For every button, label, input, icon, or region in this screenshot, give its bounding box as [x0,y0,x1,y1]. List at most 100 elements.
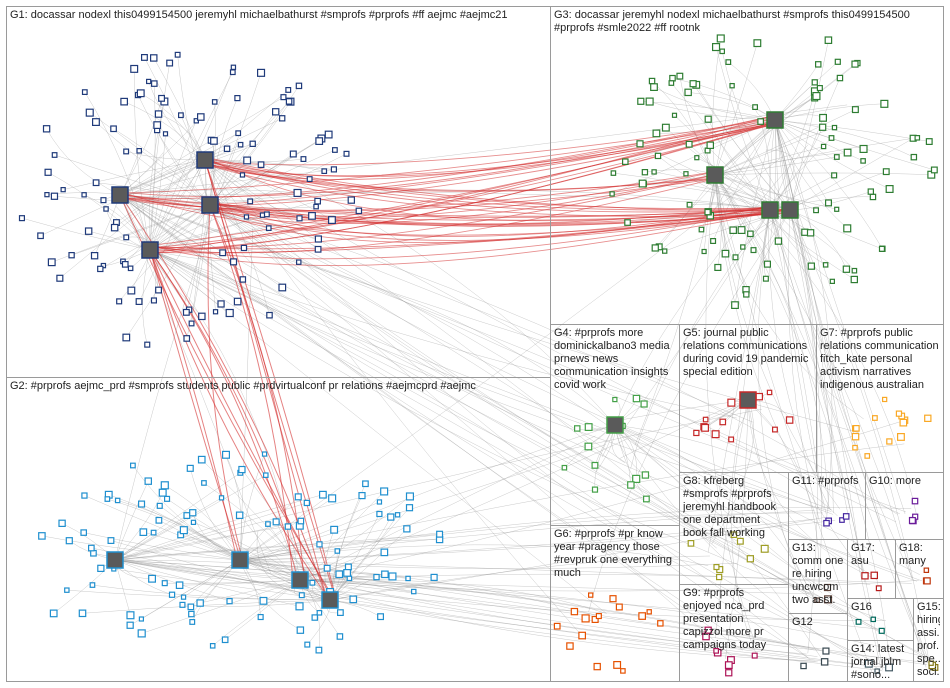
node-g1 [243,214,250,220]
node-g1 [68,252,75,259]
edge-line [119,143,259,196]
edge-line [149,249,883,672]
edge-line-strong [201,159,771,211]
node-g1 [153,121,162,130]
edge-line [238,424,616,568]
node-g3 [820,143,827,150]
group-g2-label: G2: #prprofs aejmc_prd #smprofs students… [10,380,476,392]
edge-line [114,474,266,561]
edge-line [209,204,736,660]
node-g1 [110,125,117,133]
node-g1 [285,98,293,105]
edge-line [133,68,151,251]
node-g4 [641,471,650,479]
edge-line [774,119,864,150]
node-g3 [638,179,647,188]
edge-line [204,89,289,161]
edge-line [84,495,241,561]
node-g3 [925,138,933,145]
edge-line [731,399,758,657]
node-g2 [64,587,70,593]
node-g2 [38,532,46,540]
edge-line [774,119,822,590]
edge-line [789,77,841,211]
edge-line [614,424,877,623]
node-g6 [638,612,647,620]
edge-line [299,419,908,581]
group-g18-label: G18: many [899,542,926,567]
node-g3 [819,113,828,122]
node-g2 [337,609,344,616]
group-g4-label: G4: #prprofs more dominickalbano3 media … [554,327,673,391]
edge-line [137,94,211,206]
node-g2 [411,588,417,595]
node-g3 [610,170,617,176]
group-g6-label: G6: #prprofs #pr know year #pragency tho… [554,528,676,579]
node-g2 [148,574,156,583]
node-g7 [895,410,903,417]
edge-line [119,98,162,196]
edge-line [714,146,824,176]
node-g2 [189,509,197,517]
node-g3 [834,58,841,65]
node-g17 [875,585,882,592]
edge-line [118,204,211,302]
edge-line [119,194,271,574]
node-g2 [284,523,292,530]
edge-line [329,599,818,663]
edge-line [299,435,596,581]
node-g3 [812,91,821,101]
node-g8 [746,555,754,563]
node-g2 [343,568,351,577]
node-g1 [211,99,218,105]
node-g1 [265,225,272,231]
node-g1 [243,156,252,165]
node-g14 [864,659,873,668]
node-g1 [146,78,152,85]
node-g2 [362,480,369,488]
edge-line [774,119,848,229]
edge-line [149,249,833,515]
node-g3 [806,229,815,237]
edge-line [747,399,820,592]
edge-line-strong [123,170,717,211]
edge-line [46,128,121,196]
node-g2 [235,511,244,519]
node-g1 [81,89,88,96]
group-g7-label: G7: #prprofs public relations communicat… [820,327,939,391]
node-g4 [632,394,641,403]
node-g3 [641,169,649,176]
edge-line [239,501,380,561]
edge-line [100,204,211,270]
edge-line [209,204,823,594]
node-g1 [37,232,44,240]
node-g1 [127,286,136,295]
edge-line [774,119,863,575]
edge-line [149,101,290,251]
node-g3 [829,278,835,284]
edge-line [769,209,926,656]
node-g2 [405,575,411,582]
node-g1 [60,187,66,193]
node-g3 [762,275,769,282]
hub-avatar [321,591,339,609]
node-g5 [693,429,700,437]
edge-line [239,518,815,561]
node-g1 [210,137,218,145]
node-g2 [222,450,231,459]
edge-line [59,159,206,279]
edge-line [774,119,906,515]
node-g3 [843,148,852,157]
edge-line [787,209,820,521]
node-g2 [144,477,153,485]
edge-line [114,559,230,602]
edge-line [774,119,827,515]
edge-line [714,174,913,579]
node-g2 [238,465,246,474]
edge-line [119,194,744,651]
edge-line [614,424,838,517]
edge-line [614,424,822,658]
edge-line [113,128,211,206]
node-g1 [235,130,242,137]
